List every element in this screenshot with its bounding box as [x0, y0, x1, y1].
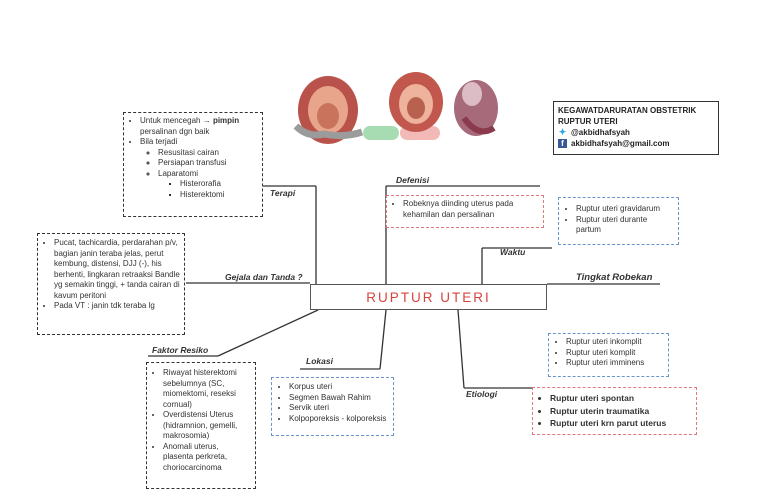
- label-lokasi: Lokasi: [306, 356, 333, 366]
- info-heading-1: KEGAWATDARURATAN OBSTETRIK: [558, 106, 697, 115]
- etiologi-box: Ruptur uteri spontan Ruptur uterin traum…: [532, 387, 697, 435]
- defenisi-box: Robeknya diinding uterus pada kehamilan …: [386, 195, 544, 228]
- waktu-item-2: Ruptur uteri durante partum: [576, 215, 673, 236]
- lokasi-item-2: Segmen Bawah Rahim: [289, 393, 388, 404]
- defenisi-item: Robeknya diinding uterus pada kehamilan …: [403, 199, 539, 220]
- twitter-handle[interactable]: @akbidhafsyah: [571, 128, 630, 137]
- label-etiologi: Etiologi: [466, 389, 498, 399]
- tingkat-box: Ruptur uteri inkomplit Ruptur uteri komp…: [548, 333, 669, 377]
- info-heading-2: RUPTUR UTERI: [558, 117, 618, 126]
- etiologi-item-1: Ruptur uteri spontan: [550, 392, 691, 405]
- gejala-box: Pucat, tachicardia, perdarahan p/v, bagi…: [37, 233, 185, 335]
- twitter-icon: ✦: [558, 127, 567, 137]
- gejala-item-1: Pucat, tachicardia, perdarahan p/v, bagi…: [54, 238, 180, 301]
- terapi-sub-resusitasi: Resusitasi cairan: [158, 148, 258, 159]
- central-topic: RUPTUR UTERI: [310, 284, 547, 310]
- gejala-item-2: Pada VT : janin tdk teraba lg: [54, 301, 180, 312]
- email-address[interactable]: akbidhafsyah@gmail.com: [571, 139, 670, 148]
- terapi-subsub-histerektomi: Histerektomi: [180, 190, 258, 201]
- faktor-item-2: Overdistensi Uterus (hidramnion, gemelli…: [163, 410, 251, 442]
- lokasi-box: Korpus uteri Segmen Bawah Rahim Servik u…: [271, 377, 394, 436]
- terapi-item-prevent: Untuk mencegah → pimpin persalinan dgn b…: [140, 116, 258, 137]
- label-defenisi: Defenisi: [396, 175, 430, 185]
- etiologi-item-3: Ruptur uteri krn parut uterus: [550, 417, 691, 430]
- tingkat-item-3: Ruptur uteri imminens: [566, 358, 663, 369]
- label-faktor-resiko: Faktor Resiko: [152, 345, 209, 355]
- tingkat-item-1: Ruptur uteri inkomplit: [566, 337, 663, 348]
- faktor-item-3: Anomali uterus, plasenta perkreta, chori…: [163, 442, 251, 474]
- label-tingkat-robekan: Tingkat Robekan: [576, 272, 653, 283]
- terapi-item-occur: Bila terjadi Resusitasi cairan Persiapan…: [140, 137, 258, 200]
- tingkat-item-2: Ruptur uteri komplit: [566, 348, 663, 359]
- etiologi-item-2: Ruptur uterin traumatika: [550, 405, 691, 418]
- faktor-item-1: Riwayat histerektomi sebelumnya (SC, mio…: [163, 368, 251, 410]
- lokasi-item-3: Servik uteri: [289, 403, 388, 414]
- label-gejala: Gejala dan Tanda ?: [225, 272, 303, 282]
- info-box: KEGAWATDARURATAN OBSTETRIK RUPTUR UTERI …: [553, 101, 719, 155]
- uterus-illustration: [288, 68, 503, 148]
- waktu-item-1: Ruptur uteri gravidarum: [576, 204, 673, 215]
- terapi-subsub-histerorafia: Histerorafia: [180, 179, 258, 190]
- lokasi-item-1: Korpus uteri: [289, 382, 388, 393]
- faktor-box: Riwayat histerektomi sebelumnya (SC, mio…: [146, 362, 256, 489]
- facebook-icon: f: [558, 139, 567, 148]
- label-terapi: Terapi: [270, 188, 296, 198]
- terapi-sub-transfusi: Persiapan transfusi: [158, 158, 258, 169]
- terapi-sub-laparatomi: Laparatomi Histerorafia Histerektomi: [158, 169, 258, 201]
- label-waktu: Waktu: [500, 247, 526, 257]
- waktu-box: Ruptur uteri gravidarum Ruptur uteri dur…: [558, 197, 679, 245]
- lokasi-item-4: Kolpoporeksis - kolporeksis: [289, 414, 388, 425]
- terapi-box: Untuk mencegah → pimpin persalinan dgn b…: [123, 112, 263, 217]
